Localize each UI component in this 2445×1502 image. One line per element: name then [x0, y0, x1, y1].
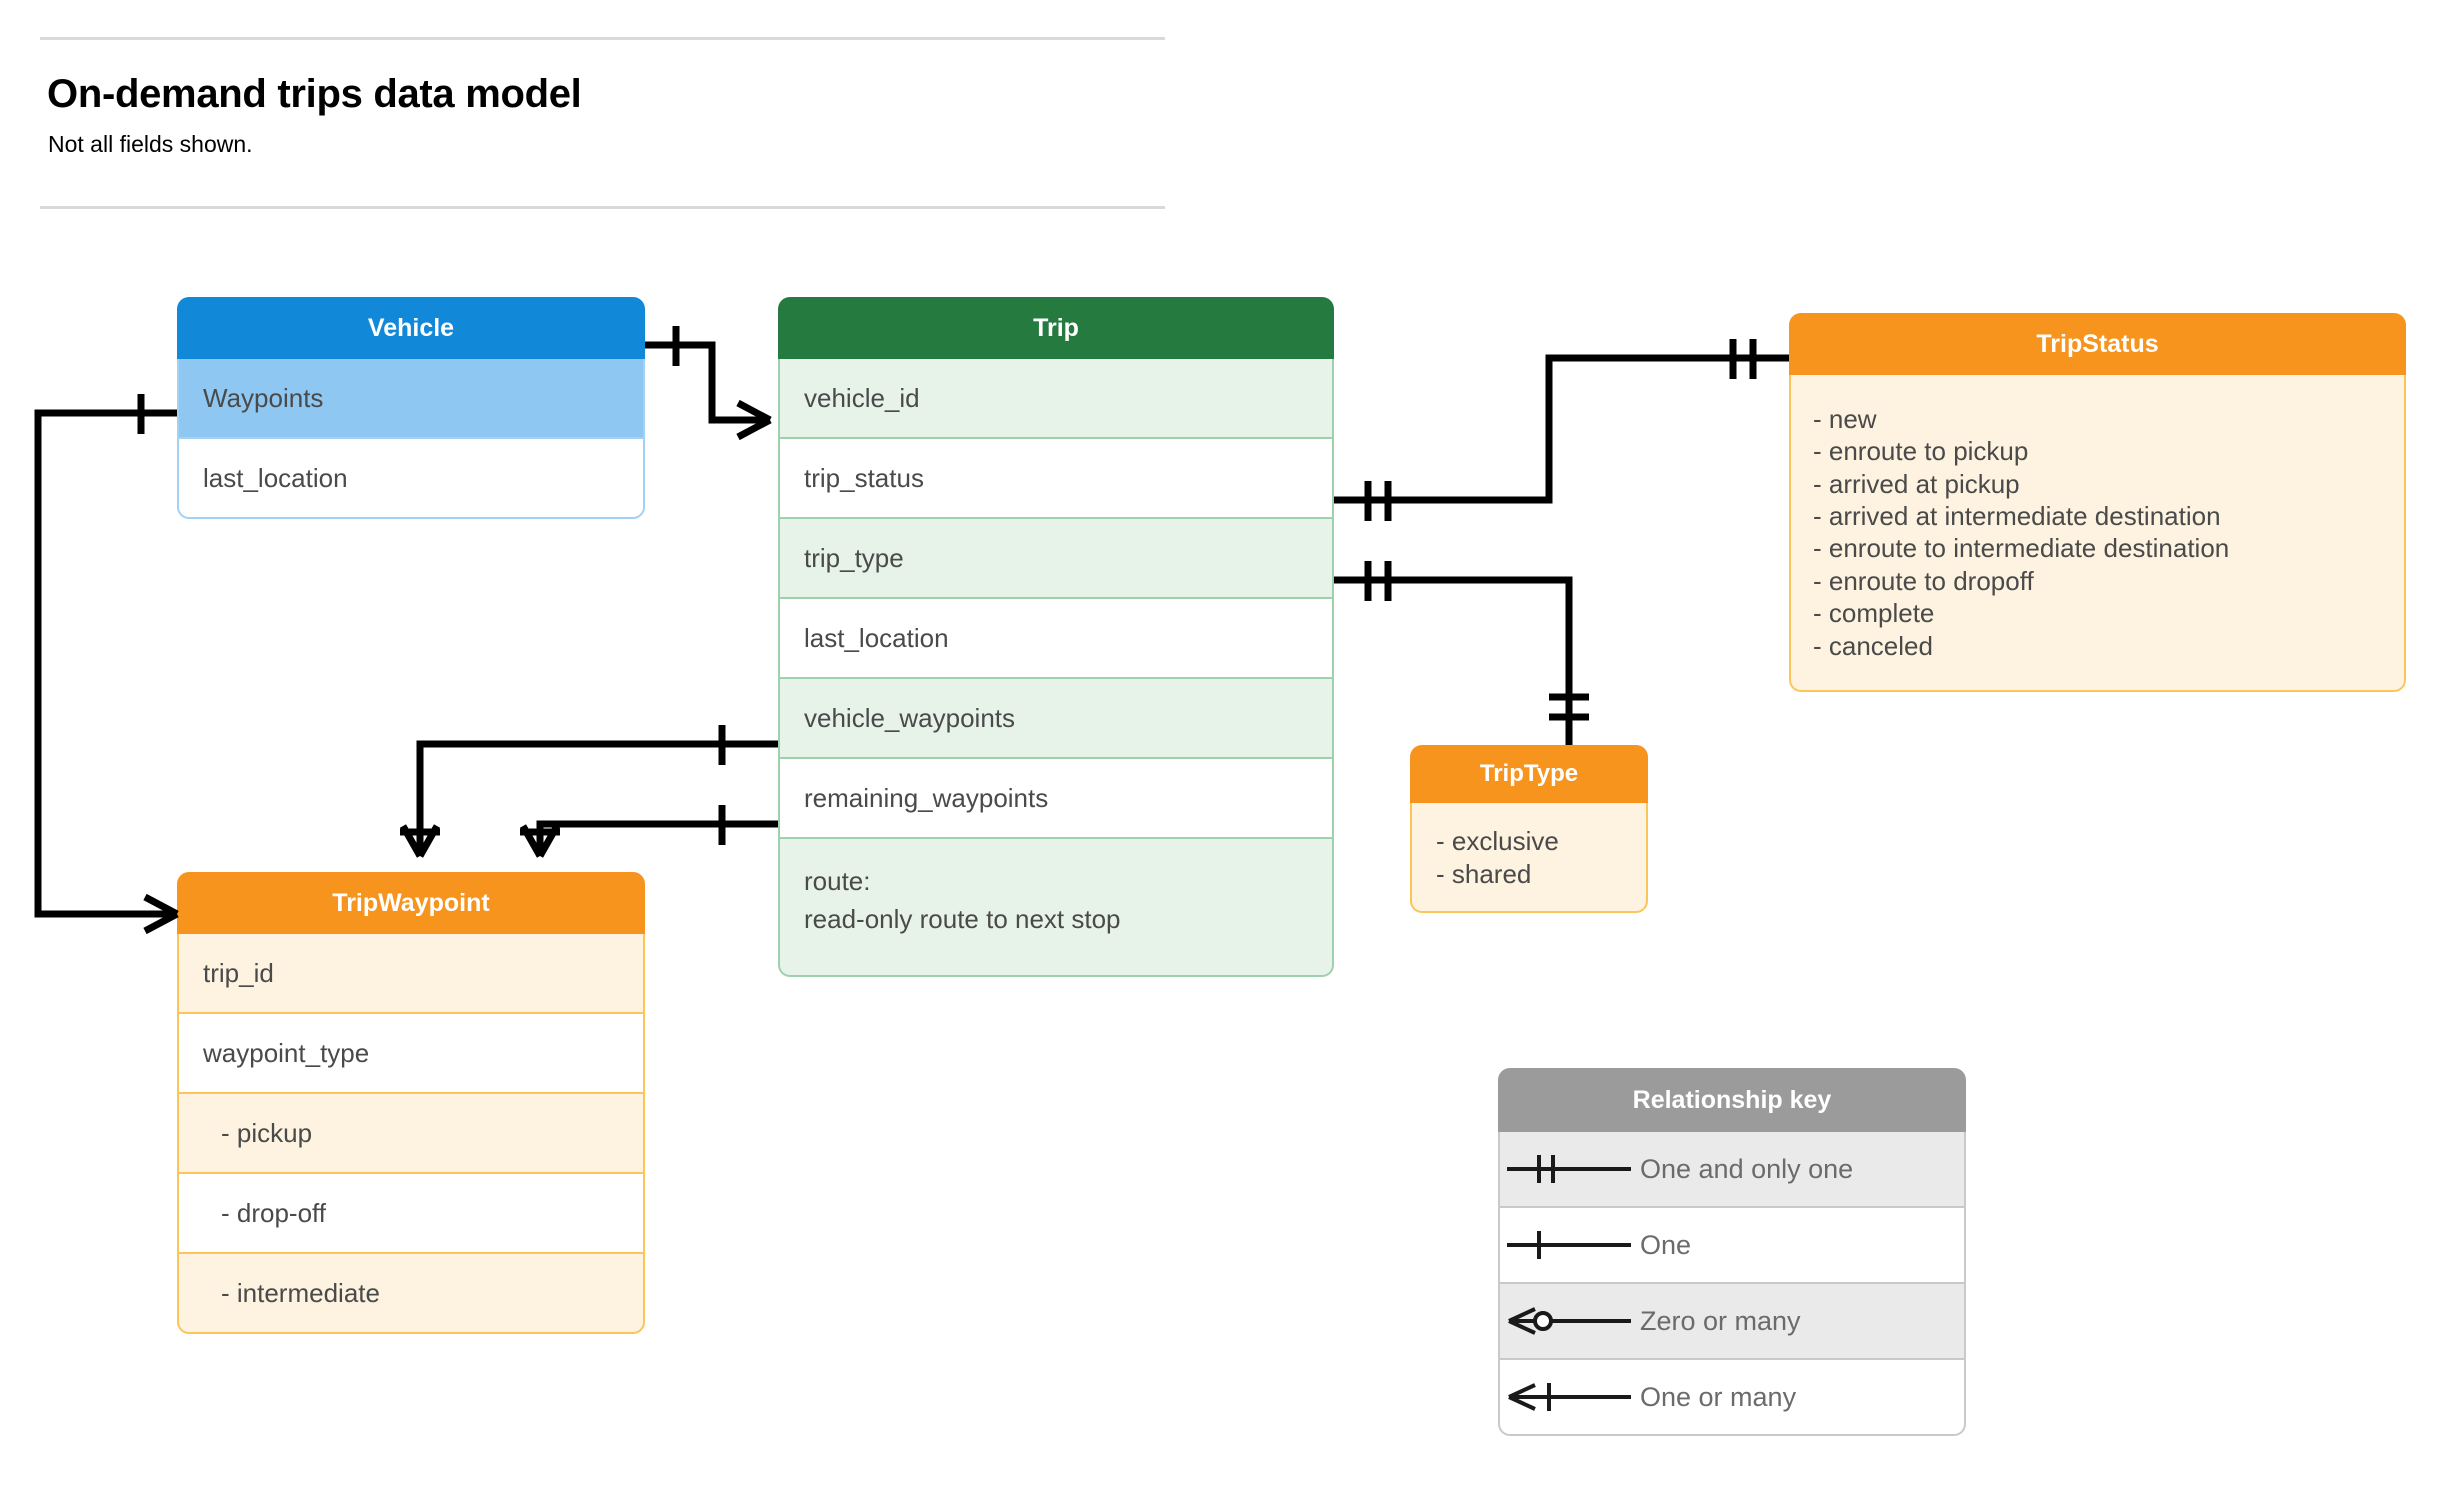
- card-crow-lower: [143, 910, 179, 935]
- entity-trip-waypoint[interactable]: TripWaypoint trip_id waypoint_type - pic…: [177, 872, 645, 1334]
- one-and-only-one-icon: [1500, 1149, 1640, 1189]
- entity-trip-type-title: TripType: [1410, 745, 1648, 803]
- card-crow-upper: [143, 893, 179, 918]
- field-label: last_location: [203, 462, 348, 493]
- enum-value: - intermediate: [221, 1277, 380, 1308]
- enum-value: - enroute to dropoff: [1813, 565, 2034, 596]
- entity-trip-field-remaining-waypoints[interactable]: remaining_waypoints: [778, 759, 1334, 839]
- card-crow-right: [536, 824, 561, 858]
- enum-value: - new: [1813, 404, 1877, 434]
- field-label: vehicle_id: [804, 382, 920, 413]
- enum-value: - canceled: [1813, 630, 1933, 661]
- header-divider-bottom: [40, 206, 1165, 209]
- legend-title: Relationship key: [1498, 1068, 1966, 1132]
- field-label: remaining_waypoints: [804, 782, 1049, 813]
- entity-trip-waypoint-type-dropoff[interactable]: - drop-off: [177, 1174, 645, 1254]
- field-label: vehicle_waypoints: [804, 702, 1016, 733]
- entity-trip-title: Trip: [778, 297, 1334, 359]
- enum-value: - pickup: [221, 1117, 313, 1148]
- entity-trip-status-values: - new - enroute to pickup - arrived at p…: [1789, 375, 2406, 692]
- one-or-many-icon: [1500, 1377, 1640, 1417]
- entity-vehicle[interactable]: Vehicle Waypoints last_location: [177, 297, 645, 519]
- card-crow-left: [519, 824, 544, 858]
- entity-trip-type[interactable]: TripType - exclusive - shared: [1410, 745, 1648, 913]
- legend-label: Zero or many: [1640, 1305, 1801, 1336]
- enum-value: - complete: [1813, 598, 1935, 629]
- card-crow-lower: [736, 416, 772, 441]
- entity-trip-field-route[interactable]: route: read-only route to next stop: [778, 839, 1334, 977]
- field-label: trip_type: [804, 542, 904, 573]
- field-label: waypoint_type: [203, 1037, 370, 1068]
- entity-trip-waypoint-title: TripWaypoint: [177, 872, 645, 934]
- legend-row-one-and-only-one: One and only one: [1498, 1132, 1966, 1208]
- entity-trip-waypoint-field-trip-id[interactable]: trip_id: [177, 934, 645, 1014]
- enum-value: - drop-off: [221, 1197, 327, 1228]
- legend-label: One or many: [1640, 1381, 1797, 1412]
- entity-trip-waypoint-field-waypoint-type[interactable]: waypoint_type: [177, 1014, 645, 1094]
- entity-trip-type-values: - exclusive - shared: [1410, 803, 1648, 913]
- page-title: On-demand trips data model: [47, 72, 582, 116]
- connector-vehicle-waypoints-field-to-tripwaypoint: [416, 740, 778, 856]
- entity-trip-field-trip-type[interactable]: trip_type: [778, 519, 1334, 599]
- field-label: trip_status: [804, 462, 924, 493]
- entity-vehicle-field-last-location[interactable]: last_location: [177, 439, 645, 519]
- field-label: trip_id: [203, 957, 274, 988]
- enum-value: - arrived at intermediate destination: [1813, 501, 2221, 532]
- entity-trip-waypoint-type-intermediate[interactable]: - intermediate: [177, 1254, 645, 1334]
- relationship-key-legend: Relationship key One and only one One: [1498, 1068, 1966, 1436]
- connector-vehicle-waypoints-to-tripwaypoint: [34, 409, 177, 918]
- field-label: Waypoints: [203, 382, 324, 413]
- connector-trip-status-to-tripstatus: [1334, 354, 1789, 504]
- enum-value: - enroute to intermediate destination: [1813, 533, 2230, 564]
- entity-trip-field-last-location[interactable]: last_location: [778, 599, 1334, 679]
- entity-trip-waypoint-type-pickup[interactable]: - pickup: [177, 1094, 645, 1174]
- entity-trip-field-trip-status[interactable]: trip_status: [778, 439, 1334, 519]
- entity-trip[interactable]: Trip vehicle_id trip_status trip_type la…: [778, 297, 1334, 977]
- entity-trip-status-title: TripStatus: [1789, 313, 2406, 375]
- field-label: last_location: [804, 622, 949, 653]
- one-icon: [1500, 1225, 1640, 1265]
- header-divider-top: [40, 37, 1165, 40]
- entity-trip-field-vehicle-waypoints[interactable]: vehicle_waypoints: [778, 679, 1334, 759]
- legend-row-zero-or-many: Zero or many: [1498, 1284, 1966, 1360]
- legend-label: One: [1640, 1229, 1692, 1260]
- enum-value: - exclusive: [1436, 826, 1559, 856]
- entity-vehicle-field-waypoints[interactable]: Waypoints: [177, 359, 645, 439]
- card-crow-left: [399, 824, 424, 858]
- field-description: read-only route to next stop: [804, 903, 1121, 934]
- page-subtitle: Not all fields shown.: [48, 131, 253, 157]
- legend-label: One and only one: [1640, 1153, 1854, 1184]
- entity-trip-status[interactable]: TripStatus - new - enroute to pickup - a…: [1789, 313, 2406, 692]
- connector-remaining-waypoints-to-tripwaypoint: [536, 820, 778, 856]
- enum-value: - enroute to pickup: [1813, 436, 2029, 467]
- enum-value: - shared: [1436, 858, 1532, 889]
- zero-or-many-icon: [1500, 1301, 1640, 1341]
- entity-trip-field-vehicle-id[interactable]: vehicle_id: [778, 359, 1334, 439]
- legend-row-one-or-many: One or many: [1498, 1360, 1966, 1436]
- legend-row-one: One: [1498, 1208, 1966, 1284]
- field-label: route:: [804, 866, 871, 896]
- entity-vehicle-title: Vehicle: [177, 297, 645, 359]
- card-crow-right: [416, 824, 441, 858]
- card-crow-upper: [736, 399, 772, 424]
- connector-trip-type-to-triptype: [1334, 576, 1573, 745]
- enum-value: - arrived at pickup: [1813, 468, 2020, 499]
- connector-vehicle-to-trip: [645, 341, 770, 424]
